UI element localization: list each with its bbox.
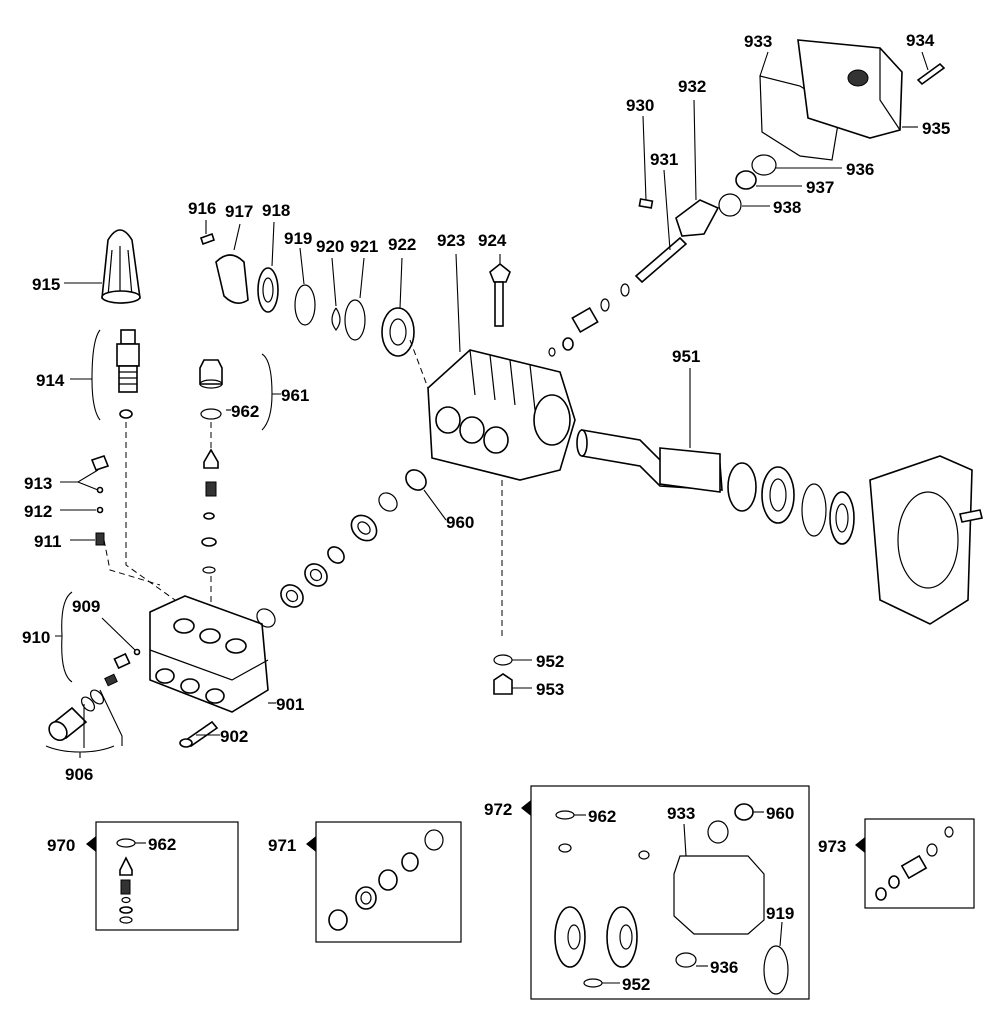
part-918-seal [257, 267, 279, 313]
needle-bearing-icon [727, 462, 757, 512]
part-910-inlet-check [104, 648, 141, 687]
kit-pointer-icon [306, 836, 316, 852]
part-912-ball [96, 506, 104, 514]
kit-970-label: 970 [47, 836, 75, 855]
callout-924: 924 [478, 231, 507, 250]
callout-937: 937 [806, 178, 834, 197]
part-923-crankcase [427, 349, 576, 481]
kit-973: 973 [818, 818, 975, 909]
part-933-gasket [759, 75, 841, 161]
part-902-bolt [179, 720, 219, 748]
callout-921: 921 [350, 237, 378, 256]
callout-labels: 915 914 913 912 911 910 909 906 901 902 … [22, 31, 950, 784]
callout-902: 902 [220, 727, 248, 746]
part-916-screw [199, 232, 216, 246]
kit-pointer-icon [855, 837, 865, 853]
part-915-nozzle-cap [101, 229, 141, 304]
part-920-snap-ring [331, 307, 341, 331]
callout-953: 953 [536, 680, 564, 699]
part-901-manifold [149, 595, 269, 713]
valve-cage-icon [203, 448, 219, 469]
callout-922: 922 [388, 235, 416, 254]
kit-pointer-icon [521, 800, 531, 816]
kit-972-item-919: 919 [766, 904, 794, 923]
kit-972-item-952: 952 [622, 975, 650, 994]
kit-972-item-962: 962 [588, 807, 616, 826]
callout-906: 906 [65, 765, 93, 784]
callout-913: 913 [24, 474, 52, 493]
part-914-unloader-valve [116, 329, 140, 419]
part-922-bearing [381, 307, 415, 357]
part-906-garden-hose-fitting [48, 689, 105, 742]
callout-915: 915 [32, 275, 60, 294]
callout-935: 935 [922, 119, 950, 138]
part-911-spring [95, 532, 105, 546]
part-934-bolt [916, 62, 946, 86]
kit-971-label: 971 [268, 836, 296, 855]
valve-spring-icon [205, 481, 217, 497]
callout-931: 931 [650, 150, 678, 169]
part-930-pin [638, 198, 654, 209]
callout-952: 952 [536, 652, 564, 671]
callout-910: 910 [22, 628, 50, 647]
callout-933: 933 [744, 32, 772, 51]
callout-936: 936 [846, 160, 874, 179]
callout-911: 911 [34, 532, 61, 551]
kit-972-item-933: 933 [667, 804, 695, 823]
kit-972-item-936: 936 [710, 958, 738, 977]
part-935-rear-cover [797, 39, 903, 139]
part-951-crankshaft [576, 429, 723, 493]
callout-951: 951 [672, 347, 700, 366]
callout-909: 909 [72, 597, 100, 616]
callout-960: 960 [446, 513, 474, 532]
part-962-oring [200, 408, 222, 420]
kit-973-label: 973 [818, 837, 846, 856]
callout-923: 923 [437, 231, 465, 250]
kit-972: 972 962 960 933 936 919 952 [484, 785, 810, 1000]
callout-917: 917 [225, 202, 253, 221]
engine-flange-icon [869, 455, 983, 625]
kit-972-label: 972 [484, 800, 512, 819]
part-932-plate [675, 199, 720, 237]
callout-962: 962 [231, 402, 259, 421]
part-921-ring [344, 299, 366, 341]
callout-920: 920 [316, 237, 344, 256]
callout-961: 961 [281, 386, 309, 405]
callout-919: 919 [284, 229, 312, 248]
part-924-dipstick [489, 262, 511, 327]
part-961-valve-cap [199, 359, 223, 389]
kit-972-item-960: 960 [766, 804, 794, 823]
kit-970-item-962: 962 [148, 835, 176, 854]
callout-918: 918 [262, 201, 290, 220]
callout-938: 938 [773, 198, 801, 217]
part-936-oring [751, 154, 777, 176]
part-919-oring [294, 284, 316, 326]
callout-932: 932 [678, 77, 706, 96]
kit-pointer-icon [86, 836, 96, 852]
part-917-cover-plate [215, 254, 249, 304]
callout-930: 930 [626, 96, 654, 115]
part-952-oring [493, 654, 513, 666]
part-913-fitting [90, 455, 110, 494]
roller-bearing-icon [761, 466, 795, 524]
callout-916: 916 [188, 199, 216, 218]
leader-lines [45, 51, 929, 758]
callout-901: 901 [276, 695, 304, 714]
callout-914: 914 [36, 371, 65, 390]
callout-912: 912 [24, 502, 52, 521]
part-938-lock-washer [718, 193, 742, 217]
part-953-drain-plug [493, 673, 513, 695]
kit-970: 970 962 [47, 821, 239, 931]
part-937-seal [735, 170, 757, 190]
part-931-shaft [634, 236, 688, 284]
kit-971: 971 [268, 821, 462, 943]
callout-934: 934 [906, 31, 935, 50]
part-seal-stack [256, 469, 427, 628]
